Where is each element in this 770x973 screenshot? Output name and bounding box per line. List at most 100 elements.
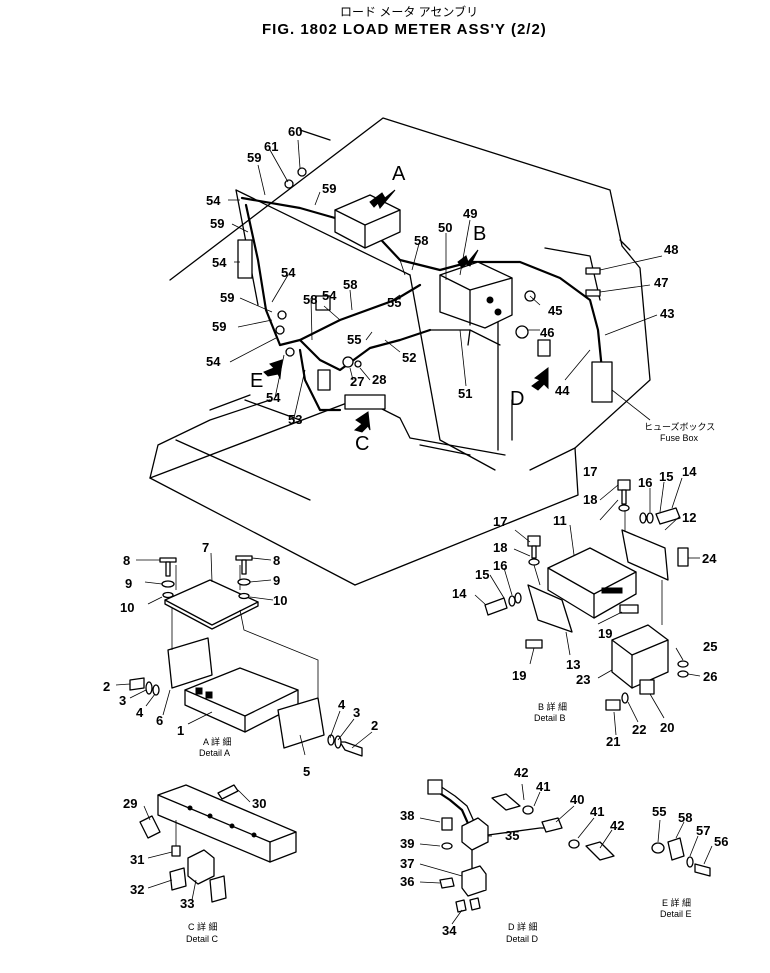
callout: 39	[400, 836, 414, 851]
fuse-box	[591, 361, 651, 421]
callout: 59	[210, 216, 224, 231]
callout: 33	[180, 896, 194, 911]
callout: 18	[583, 492, 597, 507]
detail-a-callouts: 8 9 10 7 8 9 10 2 3 4 6 1 4 3 2 5 A 詳 細 …	[103, 540, 378, 779]
callout: 4	[136, 705, 144, 720]
detail-e	[651, 819, 713, 877]
detail-e-caption-jp: E 詳 細	[662, 897, 691, 908]
callout: 14	[682, 464, 697, 479]
machine-body	[149, 117, 651, 586]
callout: 54	[266, 390, 281, 405]
detail-e-caption: Detail E	[660, 909, 692, 919]
view-letter-b: B	[473, 223, 486, 245]
detail-b	[474, 477, 701, 736]
callout: 35	[505, 828, 519, 843]
callout: 20	[660, 720, 674, 735]
callout: 8	[273, 553, 280, 568]
callout: 24	[702, 551, 717, 566]
callout: 26	[703, 669, 717, 684]
callout: 4	[338, 697, 346, 712]
callout: 58	[343, 277, 357, 292]
callout: 18	[493, 540, 507, 555]
callout: 54	[206, 354, 221, 369]
callout: 27	[350, 374, 364, 389]
detail-c-callouts: 29 30 31 32 33 C 詳 細 Detail C	[123, 796, 266, 944]
callout: 22	[632, 722, 646, 737]
detail-d-caption: Detail D	[506, 934, 539, 944]
detail-a	[115, 552, 373, 757]
main-callouts: 60 61 59 59 54 59 54 54 59 59 54 54 58 5…	[206, 124, 678, 427]
title-jp: ロード メータ アセンブリ	[340, 4, 478, 19]
callout: 42	[514, 765, 528, 780]
callout: 54	[206, 193, 221, 208]
detail-a-caption: Detail A	[199, 748, 230, 758]
callout: 41	[590, 804, 604, 819]
detail-d-caption-jp: D 詳 細	[508, 921, 538, 932]
load-meter-box-a	[334, 194, 401, 249]
detail-e-callouts: 55 58 57 56 E 詳 細 Detail E	[652, 804, 728, 919]
callout: 23	[576, 672, 590, 687]
callout: 31	[130, 852, 144, 867]
callout: 12	[682, 510, 696, 525]
callout: 1	[177, 723, 184, 738]
detail-b-caption-jp: B 詳 細	[538, 701, 567, 712]
detail-d-callouts: 42 41 40 41 42 38 35 39 37 36 34 D 詳 細 D…	[400, 765, 624, 944]
callout: 60	[288, 124, 302, 139]
callout: 45	[548, 303, 562, 318]
callout: 55	[387, 295, 401, 310]
callout: 13	[566, 657, 580, 672]
callout: 54	[212, 255, 227, 270]
callout: 47	[654, 275, 668, 290]
callout: 50	[438, 220, 452, 235]
callout: 58	[678, 810, 692, 825]
callout: 2	[103, 679, 110, 694]
callout: 7	[202, 540, 209, 555]
callout: 55	[347, 332, 361, 347]
callout: 10	[120, 600, 134, 615]
view-letter-c: C	[355, 433, 369, 455]
callout: 56	[714, 834, 728, 849]
detail-a-caption-jp: A 詳 細	[203, 736, 232, 747]
view-letter-labels: A B E C D	[250, 163, 524, 455]
callout: 9	[125, 576, 132, 591]
callout: 53	[288, 412, 302, 427]
callout: 54	[281, 265, 296, 280]
detail-c-caption-jp: C 詳 細	[188, 921, 218, 932]
detail-b-callouts: 17 16 15 14 18 12 17 11 18 24 16 15 14 1…	[452, 464, 717, 749]
callout: 14	[452, 586, 467, 601]
callout: 21	[606, 734, 620, 749]
callout: 40	[570, 792, 584, 807]
main-leaders	[228, 139, 663, 419]
callout: 41	[536, 779, 550, 794]
callout: 49	[463, 206, 477, 221]
callout: 17	[493, 514, 507, 529]
figure-title: FIG. 1802 LOAD METER ASS'Y (2/2)	[262, 21, 547, 38]
callout: 36	[400, 874, 414, 889]
detail-c-caption: Detail C	[186, 934, 219, 944]
callout: 52	[402, 350, 416, 365]
view-letter-e: E	[250, 370, 263, 392]
callout: 59	[220, 290, 234, 305]
callout: 19	[512, 668, 526, 683]
callout: 59	[212, 319, 226, 334]
callout: 58	[414, 233, 428, 248]
callout: 25	[703, 639, 717, 654]
view-letter-a: A	[392, 163, 406, 185]
left-clips	[237, 167, 601, 410]
callout: 16	[638, 475, 652, 490]
callout: 59	[322, 181, 336, 196]
view-letter-d: D	[510, 388, 524, 410]
callout: 6	[156, 713, 163, 728]
callout: 29	[123, 796, 137, 811]
callout: 9	[273, 573, 280, 588]
callout: 38	[400, 808, 414, 823]
callout: 2	[371, 718, 378, 733]
detail-b-caption: Detail B	[534, 713, 566, 723]
callout: 59	[247, 150, 261, 165]
callout: 19	[598, 626, 612, 641]
callout: 3	[119, 693, 126, 708]
callout: 30	[252, 796, 266, 811]
callout: 15	[659, 469, 673, 484]
callout: 43	[660, 306, 674, 321]
